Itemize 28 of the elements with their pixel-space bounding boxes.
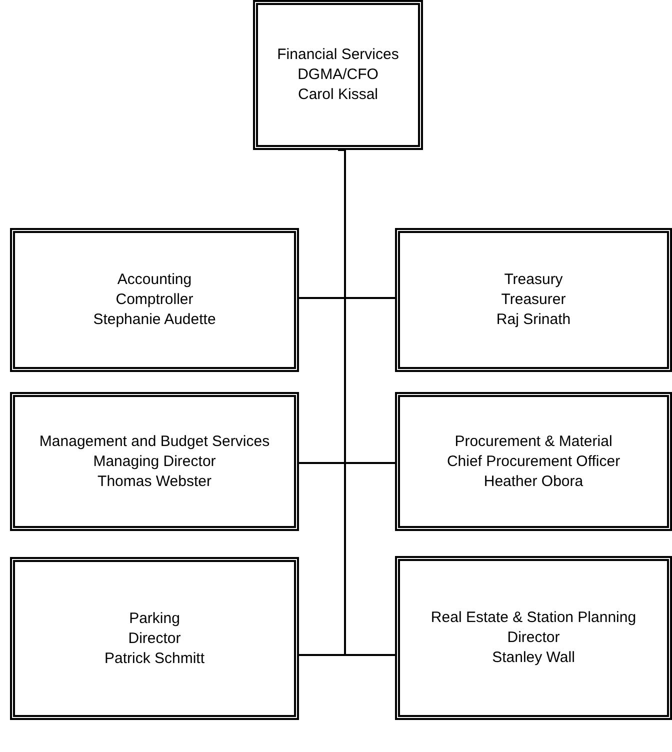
- org-box-text: Managing Director: [93, 452, 216, 472]
- org-box-text: DGMA/CFO: [298, 65, 378, 85]
- org-box-text: Stephanie Audette: [93, 310, 216, 330]
- org-box-text: Director: [128, 628, 181, 648]
- org-box-text: Chief Procurement Officer: [446, 452, 620, 472]
- org-box-text: Treasury: [504, 270, 563, 290]
- org-box: [10, 557, 299, 720]
- org-box-text: Carol Kissal: [298, 85, 378, 105]
- org-box-text: Accounting: [117, 270, 192, 290]
- org-box: [253, 0, 423, 150]
- org-box-text: Director: [507, 628, 560, 648]
- org-box: [10, 228, 299, 372]
- org-box-text: Parking: [129, 608, 180, 628]
- org-box-text: Treasurer: [501, 290, 566, 310]
- org-box: [395, 556, 672, 720]
- org-box-text: Thomas Webster: [98, 472, 212, 492]
- org-box: [395, 228, 672, 372]
- org-box-text: Procurement & Material: [454, 432, 612, 452]
- org-box: [395, 392, 672, 531]
- org-box-text: Raj Srinath: [496, 310, 571, 330]
- org-box-text: Stanley Wall: [492, 648, 575, 668]
- org-box-text: Heather Obora: [484, 472, 584, 492]
- org-box-text: Management and Budget Services: [39, 432, 270, 452]
- org-box: [10, 392, 299, 531]
- org-box-text: Comptroller: [116, 290, 194, 310]
- org-box-text: Patrick Schmitt: [104, 648, 205, 668]
- org-box-text: Financial Services: [277, 45, 399, 65]
- org-box-text: Real Estate & Station Planning: [430, 608, 636, 628]
